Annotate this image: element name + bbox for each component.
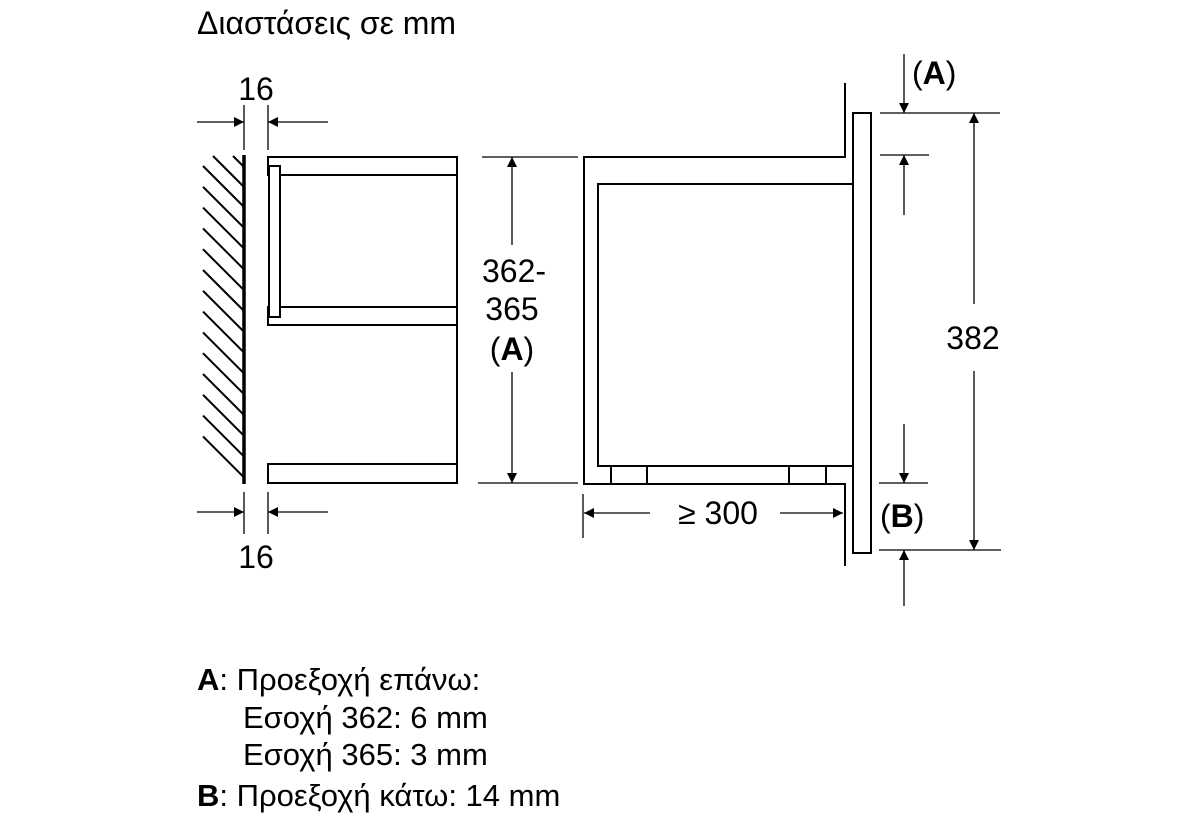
hatch-line bbox=[202, 206, 245, 250]
front-height-label: 382 bbox=[946, 320, 999, 356]
appliance-foot bbox=[610, 465, 648, 485]
marker-b: (B) bbox=[880, 498, 924, 534]
hatch-line bbox=[202, 394, 245, 437]
niche-height-line1: 362- bbox=[482, 253, 546, 289]
hatch-line bbox=[202, 186, 245, 229]
legend: A: Προεξοχή επάνω: Εσοχή 362: 6 mm Εσοχή… bbox=[197, 662, 560, 813]
hatch-line bbox=[202, 331, 245, 375]
legend-item-a-recess-365: Εσοχή 365: 3 mm bbox=[243, 737, 488, 772]
niche-height-dimension: 362- 365 (A) bbox=[478, 156, 578, 484]
hatch-line bbox=[202, 248, 245, 291]
hatch-line bbox=[202, 414, 245, 458]
hatch-line bbox=[202, 435, 245, 479]
marker-a: (A) bbox=[912, 55, 956, 91]
side-view-cabinet: 16 16 bbox=[197, 71, 458, 575]
hatch-line bbox=[232, 155, 245, 168]
page-title: Διαστάσεις σε mm bbox=[197, 5, 456, 41]
niche-height-line2: 365 bbox=[485, 291, 538, 327]
cabinet-middle-board bbox=[267, 306, 458, 326]
niche-height-line3: (A) bbox=[490, 331, 534, 367]
gap-bottom-label: 16 bbox=[238, 539, 274, 575]
hatch-line bbox=[202, 373, 245, 416]
hatch-line bbox=[202, 269, 245, 312]
depth-label: ≥ 300 bbox=[678, 495, 758, 531]
cabinet-side-strip bbox=[268, 165, 281, 318]
hatch-line bbox=[202, 290, 245, 333]
gap-top-label: 16 bbox=[238, 71, 274, 107]
cabinet-bottom-board bbox=[267, 463, 458, 484]
side-view-appliance: (A) (B) 382 ≥ 300 bbox=[582, 54, 1001, 606]
niche-outline bbox=[583, 83, 846, 566]
hatch-line bbox=[202, 310, 245, 354]
hatch-line bbox=[202, 165, 245, 208]
hatch-line bbox=[202, 227, 245, 271]
legend-item-a-recess-362: Εσοχή 362: 6 mm bbox=[243, 700, 488, 735]
hatch-line bbox=[202, 352, 245, 395]
appliance-front-panel bbox=[852, 112, 872, 554]
cabinet-top-board bbox=[267, 156, 458, 176]
appliance-body bbox=[597, 183, 854, 467]
hatch-line bbox=[212, 155, 245, 188]
wall-hatching bbox=[202, 155, 245, 479]
appliance-foot bbox=[788, 465, 827, 485]
legend-item-b: B: Προεξοχή κάτω: 14 mm bbox=[197, 778, 560, 813]
legend-item-a: A: Προεξοχή επάνω: bbox=[197, 662, 480, 697]
